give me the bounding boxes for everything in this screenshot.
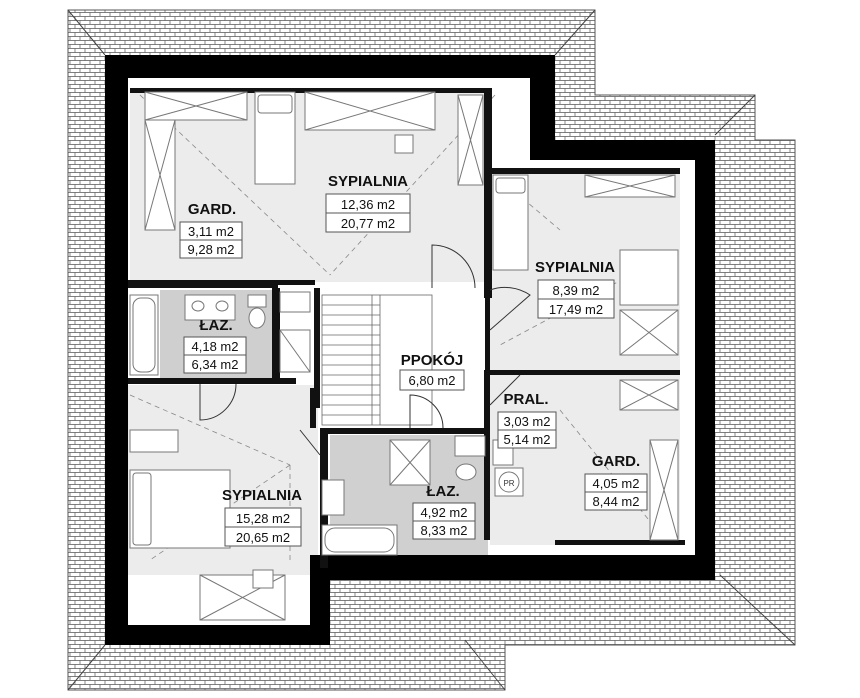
- room-gard1: GARD. 3,11 m2 9,28 m2: [179, 201, 243, 259]
- wardrobe-2-furniture: [619, 379, 679, 541]
- room-bed1-area-total: 20,77 m2: [341, 216, 395, 231]
- bedroom-3-furniture: [129, 429, 286, 621]
- room-bath1: ŁAZ. 4,18 m2 6,34 m2: [183, 317, 247, 374]
- room-bath2: ŁAZ. 4,92 m2 8,33 m2: [412, 483, 476, 540]
- bathroom-2-fixtures: [321, 435, 486, 556]
- room-bath2-name: ŁAZ.: [426, 483, 459, 500]
- room-bed1-area-usable: 12,36 m2: [341, 197, 395, 212]
- room-hall-area-usable: 6,80 m2: [409, 373, 456, 388]
- room-bath1-name: ŁAZ.: [199, 317, 232, 334]
- room-gard1-name: GARD.: [188, 201, 236, 218]
- room-hall: PPOKÓJ 6,80 m2: [399, 351, 465, 391]
- wardrobe-1-furniture: [144, 91, 248, 231]
- room-gard1-area-total: 9,28 m2: [188, 242, 235, 257]
- room-bed2-name: SYPIALNIA: [535, 259, 615, 276]
- room-bed1-name: SYPIALNIA: [328, 173, 408, 190]
- room-laundry-area-usable: 3,03 m2: [504, 414, 551, 429]
- room-bath2-area-total: 8,33 m2: [421, 523, 468, 538]
- inner-walls: [128, 88, 685, 568]
- room-gard2-name: GARD.: [592, 453, 640, 470]
- bedroom-2-furniture: [492, 174, 679, 356]
- bathroom-1-fixtures: [129, 291, 311, 376]
- staircase: [321, 294, 433, 426]
- room-laundry: PRAL. 3,03 m2 5,14 m2: [497, 391, 557, 449]
- room-bath1-area-total: 6,34 m2: [192, 357, 239, 372]
- room-bed2: SYPIALNIA 8,39 m2 17,49 m2: [535, 259, 615, 319]
- room-gard2-area-total: 8,44 m2: [593, 494, 640, 509]
- room-gard2-area-usable: 4,05 m2: [593, 476, 640, 491]
- washer-label: PR: [503, 479, 514, 488]
- room-laundry-area-total: 5,14 m2: [504, 432, 551, 447]
- room-bath2-area-usable: 4,92 m2: [421, 505, 468, 520]
- room-bed3: SYPIALNIA 15,28 m2 20,65 m2: [222, 487, 302, 547]
- room-gard1-area-usable: 3,11 m2: [188, 224, 234, 239]
- room-bed3-name: SYPIALNIA: [222, 487, 302, 504]
- room-bed1: SYPIALNIA 12,36 m2 20,77 m2: [325, 173, 411, 233]
- room-gard2: GARD. 4,05 m2 8,44 m2: [584, 453, 648, 511]
- room-bed2-area-total: 17,49 m2: [549, 302, 603, 317]
- room-laundry-name: PRAL.: [504, 391, 549, 408]
- room-bed2-area-usable: 8,39 m2: [553, 283, 600, 298]
- bedroom-1-furniture: [254, 91, 484, 186]
- room-bed3-area-total: 20,65 m2: [236, 530, 290, 545]
- room-bed3-area-usable: 15,28 m2: [236, 511, 290, 526]
- room-bath1-area-usable: 4,18 m2: [192, 339, 239, 354]
- room-hall-name: PPOKÓJ: [401, 351, 464, 369]
- doors: [199, 244, 531, 456]
